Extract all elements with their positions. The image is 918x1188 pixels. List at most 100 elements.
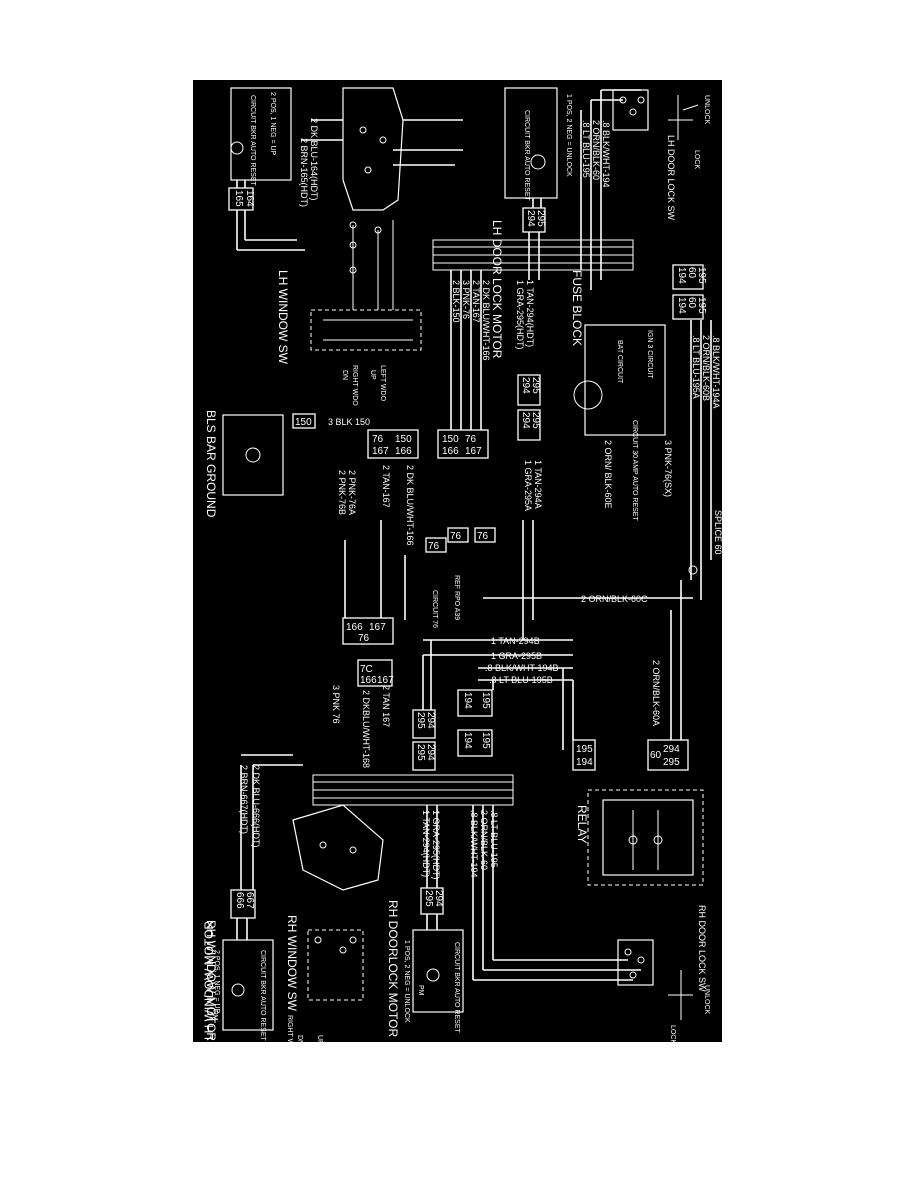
svg-text:LEFT WDO: LEFT WDO bbox=[379, 365, 386, 402]
svg-text:CIRCUIT 30 AMP AUTO RESET: CIRCUIT 30 AMP AUTO RESET bbox=[631, 420, 638, 521]
svg-text:76: 76 bbox=[450, 531, 462, 542]
svg-text:3 PNK 76: 3 PNK 76 bbox=[331, 685, 341, 724]
upper-harness bbox=[432, 239, 634, 271]
svg-text:666: 666 bbox=[234, 892, 245, 909]
svg-text:1 TAN-294A: 1 TAN-294A bbox=[533, 460, 543, 509]
svg-text:2 ORN/BLK-60A: 2 ORN/BLK-60A bbox=[651, 660, 661, 726]
svg-text:RIGHT WDO: RIGHT WDO bbox=[351, 365, 358, 406]
svg-text:2 ORN/BLK-60: 2 ORN/BLK-60 bbox=[479, 810, 489, 870]
svg-text:165: 165 bbox=[233, 190, 244, 207]
svg-text:SPLICE 60: SPLICE 60 bbox=[713, 510, 722, 555]
svg-text:150: 150 bbox=[442, 434, 459, 445]
connector-165-164 bbox=[228, 187, 254, 211]
svg-text:2 DKBLU/WHT-168: 2 DKBLU/WHT-168 bbox=[361, 690, 371, 768]
svg-text:CIRCUIT BKR AUTO RESET: CIRCUIT BKR AUTO RESET bbox=[523, 110, 530, 201]
svg-text:UP: UP bbox=[369, 370, 376, 380]
svg-text:294: 294 bbox=[425, 744, 436, 761]
svg-text:3 PNK-76: 3 PNK-76 bbox=[461, 280, 471, 319]
motor-armature-icon bbox=[230, 141, 244, 155]
svg-text:1 GRA-295A: 1 GRA-295A bbox=[523, 460, 533, 511]
svg-text:76: 76 bbox=[428, 541, 440, 552]
rh-door-lock-motor-title: RH DOORLOCK MOTOR bbox=[386, 900, 400, 1037]
svg-text:2 PNK-76A: 2 PNK-76A bbox=[347, 470, 357, 515]
svg-text:.8 BLK/WHT-194B: .8 BLK/WHT-194B bbox=[485, 663, 559, 673]
svg-text:295: 295 bbox=[415, 712, 426, 729]
svg-text:2 TAN 167: 2 TAN 167 bbox=[381, 685, 391, 727]
svg-text:76: 76 bbox=[465, 434, 477, 445]
rh-window-motor-title: RH WINDOW MOTOR bbox=[204, 920, 218, 1041]
svg-text:194: 194 bbox=[676, 297, 687, 314]
svg-text:7C: 7C bbox=[360, 664, 373, 675]
svg-text:1 TAN-294(HDT): 1 TAN-294(HDT) bbox=[525, 280, 535, 347]
svg-text:295: 295 bbox=[530, 377, 541, 394]
wiring-svg: LH WINDOW MOTOR 2 POS, 1 NEG = UP CIRCUI… bbox=[202, 87, 722, 1042]
svg-text:60: 60 bbox=[686, 297, 697, 309]
svg-text:LOCK: LOCK bbox=[669, 1025, 676, 1042]
svg-text:76: 76 bbox=[358, 633, 370, 644]
svg-text:295: 295 bbox=[663, 757, 680, 768]
svg-text:195: 195 bbox=[696, 297, 707, 314]
svg-text:294: 294 bbox=[525, 210, 536, 227]
lh-switch-wires: 2 DK BLU/WHT-166 2 TAN-167 3 PNK-76 2 BL… bbox=[437, 270, 541, 459]
connector-294-295 bbox=[522, 207, 546, 233]
circuit-76: 76 76 76 REF RPO A39 CIRCUIT 76 166 167 … bbox=[342, 527, 496, 645]
splice-60: SPLICE 60 bbox=[688, 510, 722, 575]
lower-harness: 1 GRA-295(HDT) 1 TAN-294(HDT) .8 LT BLU-… bbox=[312, 774, 514, 880]
svg-text:CIRCUIT BKR AUTO RESET: CIRCUIT BKR AUTO RESET bbox=[453, 942, 460, 1033]
lock-motor-icon bbox=[530, 154, 546, 170]
svg-text:2 PNK-76B: 2 PNK-76B bbox=[337, 470, 347, 515]
svg-text:2 DK BLU/WHT-166: 2 DK BLU/WHT-166 bbox=[481, 280, 491, 361]
mid-connectors: 7C 166 167 3 PNK 76 2 DKBLU/WHT-168 2 TA… bbox=[331, 659, 493, 771]
svg-text:1 GRA-295(HDT): 1 GRA-295(HDT) bbox=[431, 810, 441, 880]
svg-text:.8 LT BLU-195B: .8 LT BLU-195B bbox=[489, 675, 553, 685]
svg-text:.8 BLK/WHT-194: .8 BLK/WHT-194 bbox=[469, 810, 479, 878]
svg-text:2 TAN-167: 2 TAN-167 bbox=[471, 280, 481, 323]
relay: RELAY bbox=[575, 789, 704, 886]
svg-text:.8 LT BLU-195A: .8 LT BLU-195A bbox=[691, 335, 701, 399]
wiring-diagram: LH WINDOW MOTOR 2 POS, 1 NEG = UP CIRCUI… bbox=[193, 80, 722, 1042]
svg-text:2 ORN/BLK-60C: 2 ORN/BLK-60C bbox=[581, 594, 648, 604]
svg-text:2 BRN-165(HDT): 2 BRN-165(HDT) bbox=[299, 138, 309, 207]
svg-text:.8 LT BLU-195: .8 LT BLU-195 bbox=[489, 810, 499, 868]
svg-text:195: 195 bbox=[696, 267, 707, 284]
svg-text:2 ORN/BLK-60: 2 ORN/BLK-60 bbox=[591, 120, 601, 180]
upper-right-connectors: 194 60 195 194 60 195 .8 BLK/WHT-194A 2 … bbox=[672, 264, 721, 600]
lh-window-sw-title: LH WINDOW SW bbox=[276, 270, 290, 365]
lh-door-lock-switch: UNLOCK LOCK LH DOOR LOCK SW .8 BLK/WHT-1… bbox=[580, 89, 710, 290]
svg-text:195: 195 bbox=[576, 744, 593, 755]
svg-text:166: 166 bbox=[442, 446, 459, 457]
svg-text:194: 194 bbox=[576, 757, 593, 768]
rh-door-lock-switch: UNLOCK LOCK RH DOOR LOCK SW bbox=[473, 905, 710, 1042]
svg-text:295: 295 bbox=[535, 210, 546, 227]
svg-text:166: 166 bbox=[346, 622, 363, 633]
svg-text:295: 295 bbox=[530, 412, 541, 429]
svg-text:PM: PM bbox=[417, 985, 424, 996]
svg-text:1 POS, 2 NEG = UNLOCK: 1 POS, 2 NEG = UNLOCK bbox=[565, 94, 572, 177]
svg-text:BAT CIRCUIT: BAT CIRCUIT bbox=[616, 340, 623, 384]
svg-text:60: 60 bbox=[686, 267, 697, 279]
svg-text:2 DK BLU-164(HDT): 2 DK BLU-164(HDT) bbox=[309, 118, 319, 201]
svg-text:195: 195 bbox=[480, 692, 491, 709]
rh-window-switch-block bbox=[292, 804, 384, 891]
svg-text:166: 166 bbox=[360, 675, 377, 686]
svg-text:167: 167 bbox=[377, 675, 394, 686]
svg-text:RIGHT WDO: RIGHT WDO bbox=[286, 1015, 293, 1042]
svg-text:.8 LT BLU-195: .8 LT BLU-195 bbox=[581, 120, 591, 178]
svg-text:DN: DN bbox=[341, 370, 348, 380]
svg-text:2 BLK-150: 2 BLK-150 bbox=[451, 280, 461, 323]
lh-window-switch: LH WINDOW SW LEFT WDO UP RIGHT WDO DN bbox=[276, 220, 422, 406]
svg-text:294: 294 bbox=[425, 712, 436, 729]
fuse-block: FUSE BLOCK IGN 3 CIRCUIT BAT CIRCUIT CIR… bbox=[570, 270, 673, 521]
svg-text:PM: PM bbox=[211, 1010, 218, 1021]
svg-text:3 BLK 150: 3 BLK 150 bbox=[328, 417, 370, 427]
svg-text:166: 166 bbox=[395, 446, 412, 457]
svg-text:REF RPO A39: REF RPO A39 bbox=[453, 575, 460, 620]
svg-text:1 GRA-295(HDT): 1 GRA-295(HDT) bbox=[515, 280, 525, 350]
svg-text:76: 76 bbox=[372, 434, 384, 445]
svg-text:195: 195 bbox=[480, 732, 491, 749]
svg-text:150: 150 bbox=[395, 434, 412, 445]
rh-window-switch: RH WINDOW SW RIGHT WDO UP DN bbox=[285, 915, 364, 1042]
fuse-icon bbox=[573, 380, 603, 410]
lh-window-switch-block bbox=[342, 87, 463, 211]
lh-door-lock-motor-title: LH DOOR LOCK MOTOR bbox=[490, 220, 504, 359]
